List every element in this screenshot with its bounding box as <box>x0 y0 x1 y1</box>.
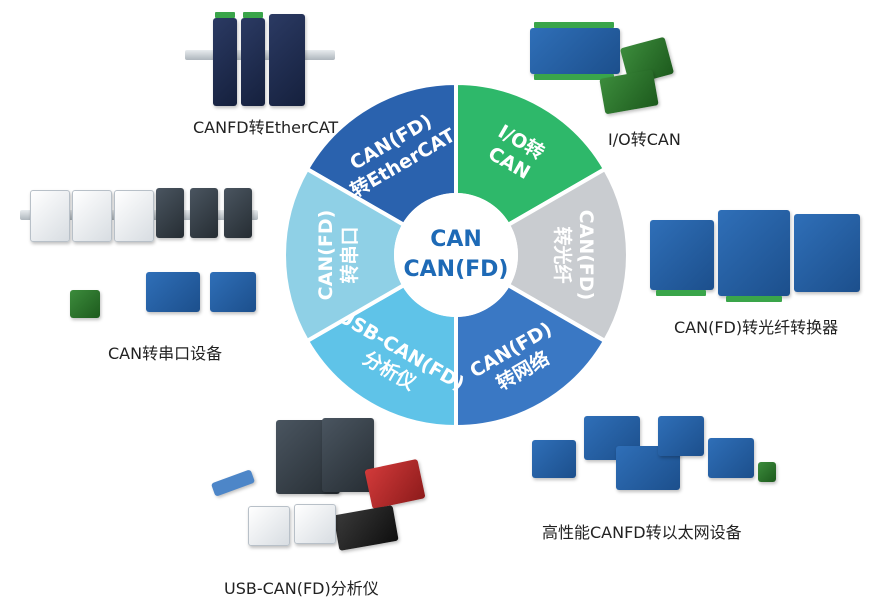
caption-usb: USB-CAN(FD)分析仪 <box>224 579 379 598</box>
center-label-canfd: CAN(FD) <box>404 257 509 282</box>
segment-label-serial-line1: CAN(FD) <box>315 210 337 301</box>
network-product-image <box>528 410 780 500</box>
caption-ethercat: CANFD转EtherCAT <box>193 118 339 137</box>
caption-fiber: CAN(FD)转光纤转换器 <box>674 318 839 337</box>
caption-network: 高性能CANFD转以太网设备 <box>542 523 742 542</box>
ethercat-product-image <box>185 10 335 110</box>
segment-label-serial-line2: 转串口 <box>338 226 361 283</box>
center-label-can: CAN <box>430 227 482 252</box>
segment-label-fiber-line2: 转光纤 <box>551 226 574 283</box>
caption-io: I/O转CAN <box>608 130 681 149</box>
segment-label-serial: CAN(FD)转串口 <box>315 210 361 301</box>
io-product-image <box>522 14 675 115</box>
segment-label-fiber: CAN(FD)转光纤 <box>551 210 597 301</box>
segment-label-fiber-line1: CAN(FD) <box>575 210 597 301</box>
usb-product-image <box>210 414 430 554</box>
serial-product-image <box>20 176 258 326</box>
caption-serial: CAN转串口设备 <box>108 344 223 363</box>
center-circle <box>394 193 518 317</box>
fiber-product-image <box>648 206 864 306</box>
